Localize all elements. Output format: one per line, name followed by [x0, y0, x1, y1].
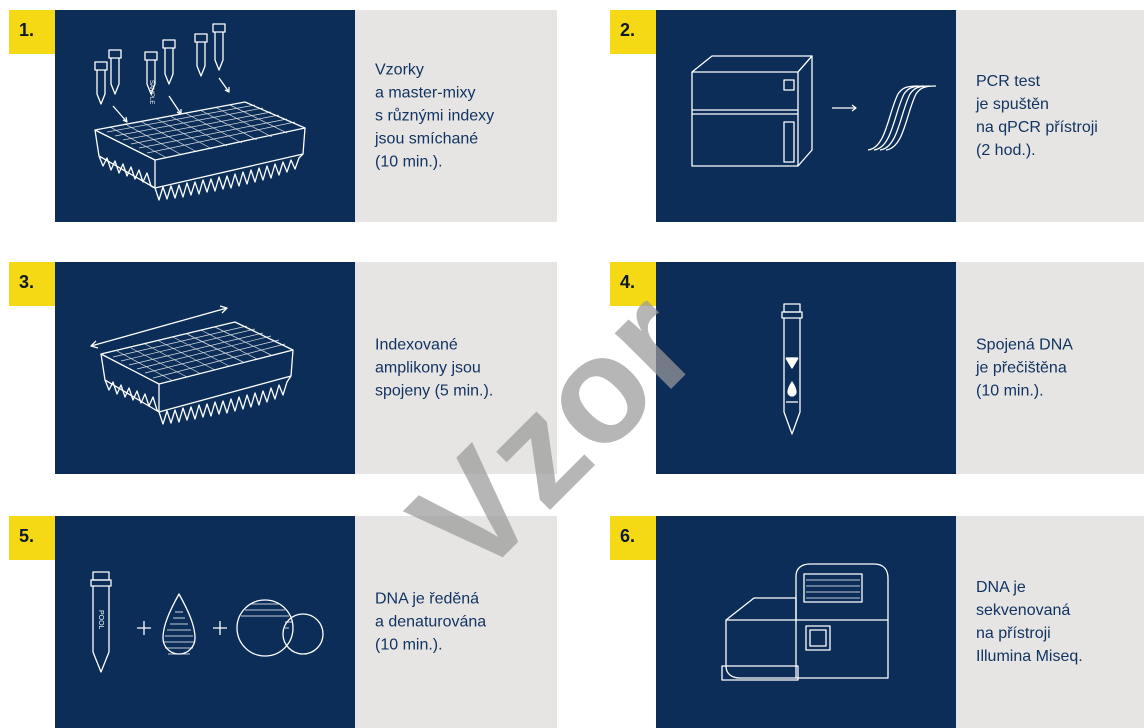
step-1-text: Vzorky a master-mixy s různými indexy js…	[355, 10, 557, 222]
step-1-illustration: SAMPLE	[55, 10, 355, 222]
step-text-line: Vzorky	[375, 61, 424, 79]
step-text-line: s různými indexy	[375, 107, 495, 125]
step-number: 3.	[19, 272, 35, 292]
step-6-illustration	[656, 516, 956, 728]
step-5-text: DNA je ředěná a denaturována (10 min.).	[355, 516, 557, 728]
step-number-badge: 6.	[610, 516, 656, 560]
step-text-line: DNA je	[976, 579, 1026, 596]
step-number: 6.	[620, 526, 636, 546]
step-text-line: Illumina Miseq.	[976, 648, 1083, 665]
step-text-line: sekvenovaná	[976, 602, 1071, 619]
step-text-line: Spojená DNA	[976, 336, 1073, 354]
step-2-text: PCR test je spuštěn na qPCR přístroji (2…	[956, 10, 1144, 222]
step-text-line: DNA je ředěná	[375, 590, 480, 608]
step-text-line: je přečištěna	[976, 359, 1067, 377]
step-number: 5.	[19, 526, 35, 546]
step-text-line: je spuštěn	[976, 96, 1049, 113]
step-number-badge: 5.	[9, 516, 55, 560]
pooled-plate-icon	[90, 305, 294, 425]
step-number: 4.	[620, 272, 636, 292]
step-number-badge: 3.	[9, 262, 55, 306]
step-number: 2.	[620, 20, 636, 40]
step-3-illustration	[55, 262, 355, 474]
step-text-line: Indexované	[375, 336, 458, 354]
step-text-line: na qPCR přístroji	[976, 119, 1098, 136]
step-text-line: (10 min.).	[375, 636, 443, 654]
step-text-line: PCR test	[976, 73, 1041, 90]
step-text-line: a master-mixy	[375, 84, 476, 102]
step-number-badge: 4.	[610, 262, 656, 306]
step-number: 1.	[19, 20, 35, 40]
step-4-illustration	[656, 262, 956, 474]
qpcr-instrument-icon	[691, 55, 937, 167]
step-text-line: (10 min.).	[375, 153, 443, 171]
step-text-line: amplikony jsou	[375, 359, 481, 377]
tube-label: SAMPLE	[148, 80, 154, 104]
step-text-line: a denaturována	[375, 613, 487, 631]
step-text-line: spojeny (5 min.).	[375, 382, 494, 400]
step-5-illustration: POOL	[55, 516, 355, 728]
step-text-line: (10 min.).	[976, 382, 1044, 400]
samples-and-plate-icon: SAMPLE	[94, 23, 306, 201]
tube-label: POOL	[97, 610, 104, 630]
purification-tube-icon	[781, 303, 803, 435]
step-text-line: jsou smíchané	[375, 130, 479, 148]
step-text-line: na přístroji	[976, 625, 1051, 642]
step-6-text: DNA je sekvenovaná na přístroji Illumina…	[956, 516, 1144, 728]
step-3-text: Indexované amplikony jsou spojeny (5 min…	[355, 262, 557, 474]
sequencer-icon	[721, 563, 889, 681]
step-number-badge: 1.	[9, 10, 55, 54]
step-4-text: Spojená DNA je přečištěna (10 min.).	[956, 262, 1144, 474]
step-2-illustration	[656, 10, 956, 222]
dilution-denaturation-icon: POOL	[90, 571, 324, 673]
step-number-badge: 2.	[610, 10, 656, 54]
step-text-line: (2 hod.).	[976, 142, 1036, 159]
